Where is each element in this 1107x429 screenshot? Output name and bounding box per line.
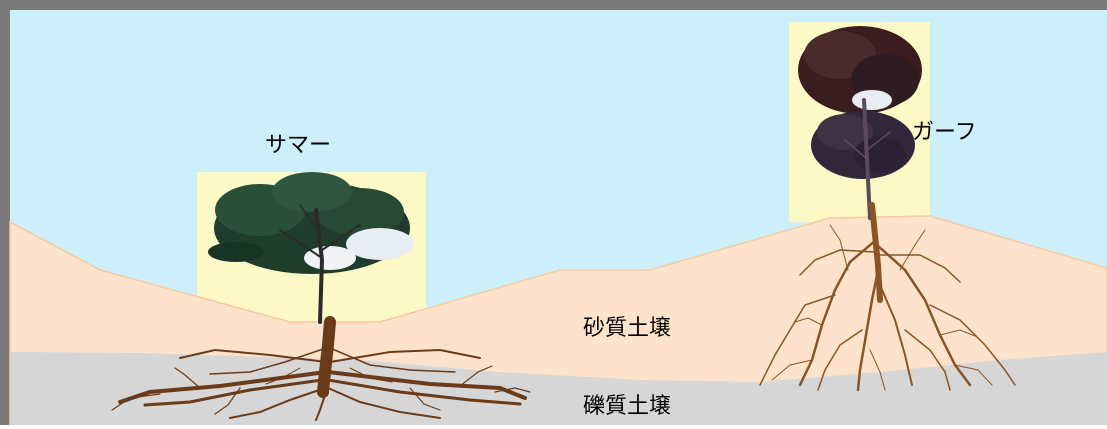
tree-left-canopy bbox=[208, 172, 414, 274]
tree-left-roots bbox=[111, 316, 531, 421]
gravel-soil-label: 礫質土壌 bbox=[583, 394, 672, 419]
gravel-soil-layer bbox=[10, 352, 1107, 425]
tree-left-trunk bbox=[279, 204, 361, 324]
tree-left-label: サマー bbox=[265, 133, 332, 158]
tree-right-roots bbox=[759, 202, 1016, 392]
tree-right-trunk bbox=[844, 98, 891, 220]
tree-right-label: ガーフ bbox=[912, 120, 977, 145]
sandy-soil-label: 砂質土壌 bbox=[583, 316, 672, 341]
